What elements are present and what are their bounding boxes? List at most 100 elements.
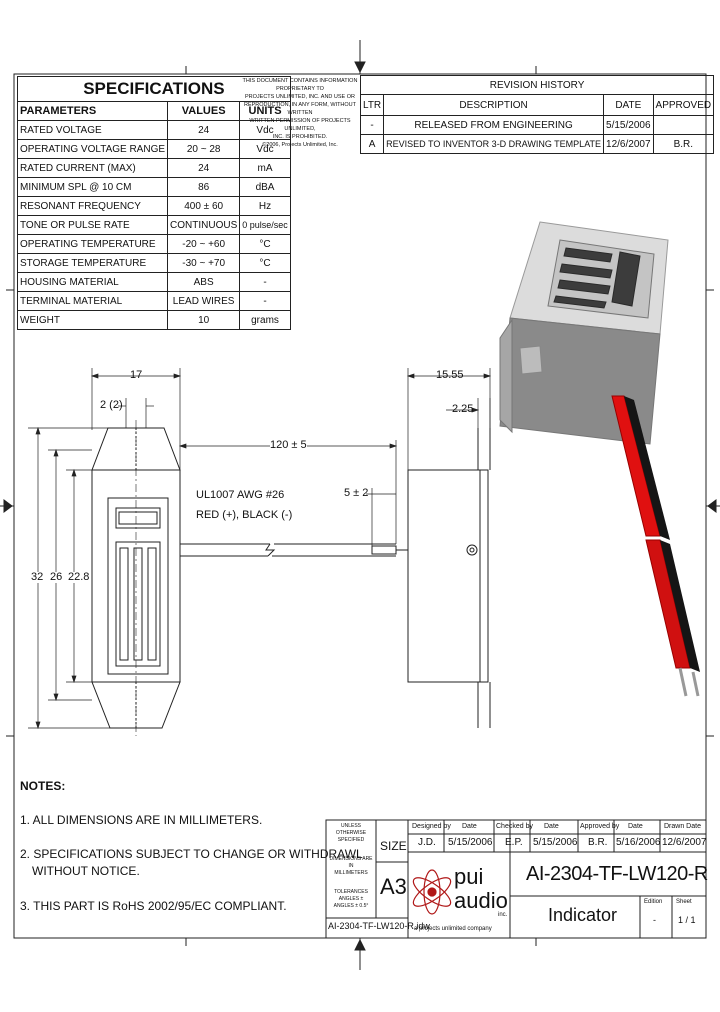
- header-values: VALUES: [167, 101, 241, 121]
- param-value: 86: [167, 177, 241, 197]
- table-row: STORAGE TEMPERATURE-30 ~ +70°C: [16, 253, 291, 273]
- param-value: 400 ± 60: [167, 196, 241, 216]
- table-row: A REVISED TO INVENTOR 3-D DRAWING TEMPLA…: [359, 134, 715, 154]
- file-name: AI-2304-TF-LW120-R.idw: [328, 921, 430, 931]
- note-line: INC. IS PROHIBITED.: [272, 134, 328, 140]
- param-name: RESONANT FREQUENCY: [16, 196, 169, 216]
- note-line: PROJECTS UNLIMITED, INC. AND USE OR: [244, 94, 355, 100]
- rev-ltr: -: [359, 115, 385, 135]
- edition-label: Edition: [644, 899, 663, 905]
- dim-2: 2 (2): [100, 399, 123, 411]
- unless-line: MILLIMETERS: [334, 870, 368, 876]
- unless-line: SPECIFIED: [337, 837, 365, 843]
- unless-line: TOLERANCES: [334, 889, 368, 895]
- param-value: -20 ~ +60: [167, 234, 241, 254]
- front-view: [91, 420, 181, 736]
- param-unit: grams: [239, 310, 291, 330]
- header-approved: APPROVED: [652, 94, 715, 116]
- dim-120: 120 ± 5: [270, 439, 307, 451]
- param-value: 24: [167, 120, 241, 140]
- note-2: 2. SPECIFICATIONS SUBJECT TO CHANGE OR W…: [20, 847, 363, 861]
- unless-line: UNLESS OTHERWISE: [335, 823, 367, 836]
- sig-header: Designed by: [412, 823, 451, 830]
- size-label: SIZE: [380, 839, 407, 853]
- revision-history-table: REVISION HISTORY LTR DESCRIPTION DATE AP…: [359, 75, 715, 154]
- rev-ltr: A: [359, 134, 385, 154]
- param-value: 24: [167, 158, 241, 178]
- sheet-value: 1 / 1: [678, 915, 696, 925]
- edition-value: -: [653, 915, 656, 925]
- sig-value: 5/15/2006: [448, 837, 493, 848]
- sig-header: Approved by: [580, 823, 620, 830]
- part-description: Indicator: [548, 905, 618, 925]
- table-row: OPERATING TEMPERATURE-20 ~ +60°C: [16, 234, 291, 254]
- revision-title: REVISION HISTORY: [359, 75, 715, 95]
- header-ltr: LTR: [359, 94, 385, 116]
- rev-approved: [652, 115, 715, 135]
- dim-26: 26: [50, 571, 63, 583]
- param-unit: -: [239, 291, 291, 311]
- param-value: 10: [167, 310, 241, 330]
- specifications-table: SPECIFICATIONS PARAMETERS VALUES UNITS R…: [16, 76, 291, 330]
- param-name: WEIGHT: [16, 310, 169, 330]
- unless-line: ANGLES ±: [338, 896, 364, 902]
- param-value: LEAD WIRES: [167, 291, 241, 311]
- dim-17: 17: [130, 369, 143, 381]
- sig-header: Checked by: [496, 823, 533, 830]
- note-line: THIS DOCUMENT CONTAINS INFORMATION PROPR…: [242, 78, 358, 92]
- dim-2-25: 2.25: [452, 403, 474, 415]
- param-name: RATED VOLTAGE: [16, 120, 169, 140]
- edge-markers: [0, 40, 720, 970]
- logo-inc: inc.: [498, 912, 508, 918]
- part-number: AI-2304-TF-LW120-R: [526, 863, 708, 885]
- param-unit: 0 pulse/sec: [239, 215, 291, 235]
- param-name: TERMINAL MATERIAL: [16, 291, 169, 311]
- rev-approved: B.R.: [652, 134, 715, 154]
- sig-value: J.D.: [418, 837, 436, 848]
- side-view: [180, 428, 491, 728]
- sig-value: 5/16/2006: [616, 837, 661, 848]
- rev-description: REVISED TO INVENTOR 3-D DRAWING TEMPLATE: [383, 134, 605, 154]
- logo-subtitle: a projects unlimited company: [414, 926, 492, 932]
- param-unit: Hz: [239, 196, 291, 216]
- logo-audio: audio: [454, 888, 508, 913]
- title-block-lines: [325, 819, 707, 939]
- param-value: ABS: [167, 272, 241, 292]
- param-unit: mA: [239, 158, 291, 178]
- sig-header: Date: [544, 823, 559, 830]
- rev-date: 12/6/2007: [603, 134, 654, 154]
- proprietary-note: THIS DOCUMENT CONTAINS INFORMATION PROPR…: [240, 77, 360, 149]
- sig-header: Date: [462, 823, 477, 830]
- param-unit: -: [239, 272, 291, 292]
- dim-32: 32: [31, 571, 44, 583]
- sig-value: 5/15/2006: [533, 837, 578, 848]
- table-row: - RELEASED FROM ENGINEERING 5/15/2006: [359, 115, 715, 135]
- sig-value: 12/6/2007: [662, 837, 707, 848]
- pui-logo-atom: [412, 869, 452, 915]
- note-line: REPRODUCTION, IN ANY FORM, WITHOUT WRITT…: [243, 102, 357, 116]
- sheet-label: Sheet: [676, 899, 692, 905]
- header-parameters: PARAMETERS: [16, 101, 169, 121]
- param-name: HOUSING MATERIAL: [16, 272, 169, 292]
- dim-22-8: 22.8: [68, 571, 90, 583]
- param-name: STORAGE TEMPERATURE: [16, 253, 169, 273]
- unless-line: ANGLES ± 0.5°: [333, 903, 369, 909]
- header-description: DESCRIPTION: [383, 94, 605, 116]
- wire-note-1: UL1007 AWG #26: [196, 489, 285, 501]
- logo-pui: pui: [454, 864, 484, 889]
- param-unit: °C: [239, 253, 291, 273]
- unless-note: UNLESS OTHERWISE SPECIFIED DIMENSIONS AR…: [328, 823, 374, 910]
- param-unit: dBA: [239, 177, 291, 197]
- sig-header: Drawn Date: [664, 823, 701, 830]
- param-name: TONE OR PULSE RATE: [16, 215, 169, 235]
- param-unit: °C: [239, 234, 291, 254]
